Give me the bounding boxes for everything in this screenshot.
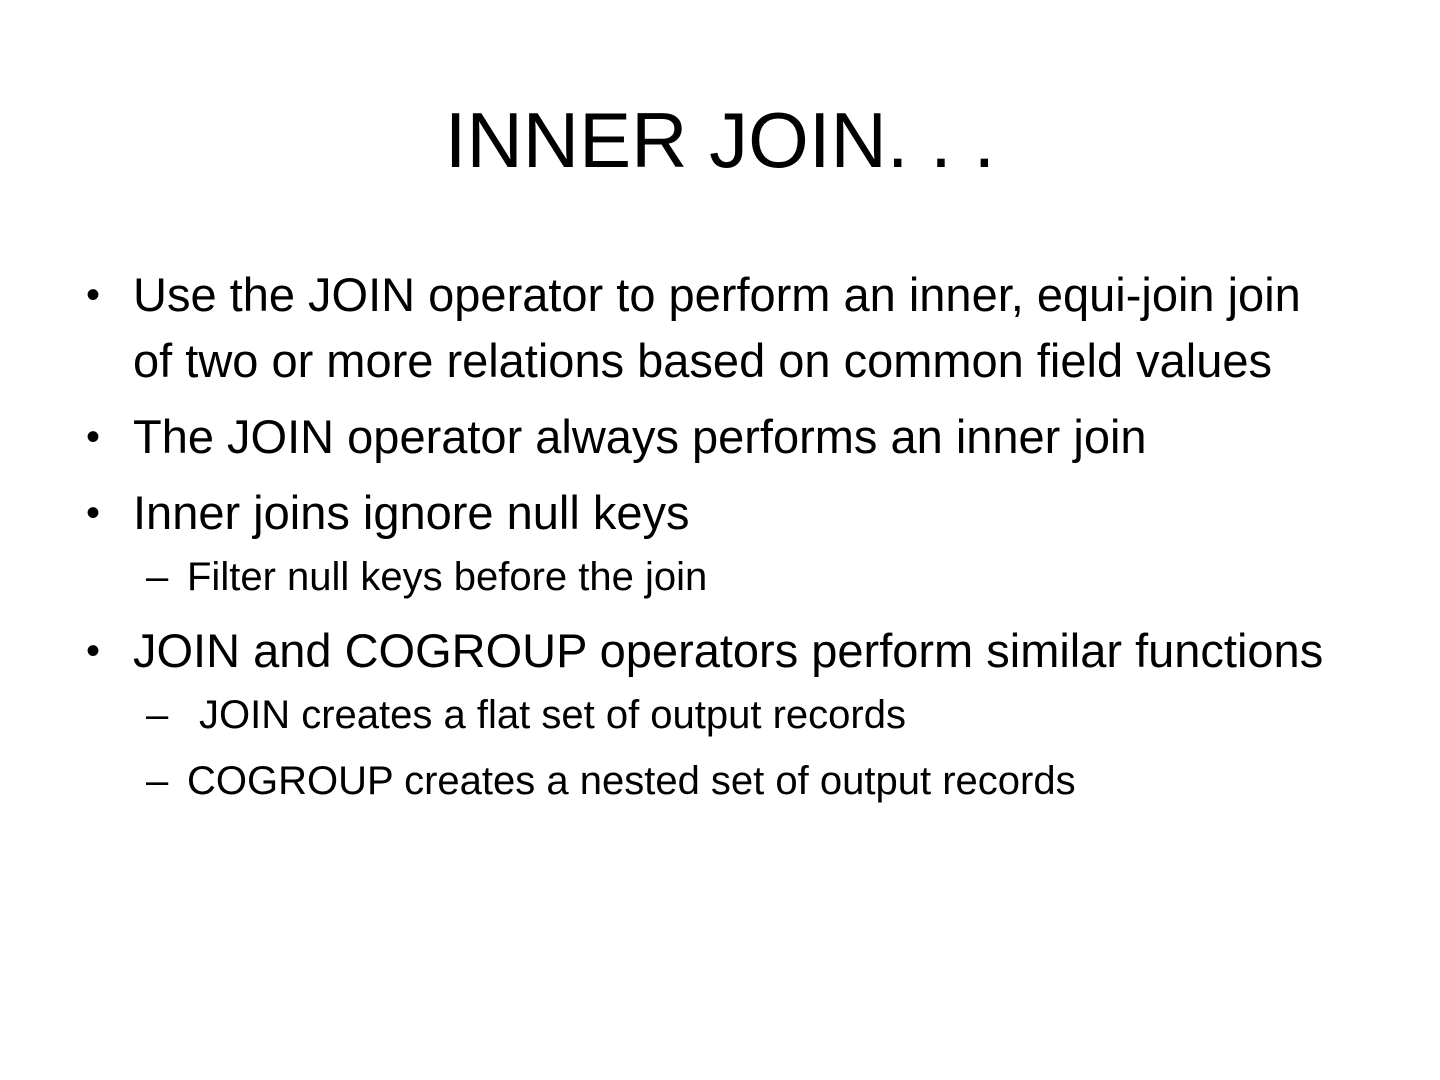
bullet-item: • JOIN and COGROUP operators perform sim… <box>86 618 1346 812</box>
bullet-text: Inner joins ignore null keys <box>133 486 690 539</box>
sub-bullet-list: – Filter null keys before the join <box>133 546 1346 608</box>
bullet-item: • Inner joins ignore null keys – Filter … <box>86 480 1346 608</box>
sub-bullet-text: Filter null keys before the join <box>187 555 708 599</box>
bullet-dot-icon: • <box>86 629 101 673</box>
bullet-dot-icon: • <box>86 415 101 459</box>
sub-bullet-item: – COGROUP creates a nested set of output… <box>86 750 1346 812</box>
bullet-list: • Use the JOIN operator to perform an in… <box>86 262 1346 822</box>
bullet-text: The JOIN operator always performs an inn… <box>133 410 1147 463</box>
bullet-dot-icon: • <box>86 491 101 535</box>
bullet-item: • The JOIN operator always performs an i… <box>86 404 1346 470</box>
bullet-text: Use the JOIN operator to perform an inne… <box>133 268 1301 387</box>
bullet-item: • Use the JOIN operator to perform an in… <box>86 262 1346 394</box>
sub-bullet-list: – JOIN creates a flat set of output reco… <box>133 684 1346 812</box>
dash-icon: – <box>146 555 169 599</box>
sub-bullet-text: COGROUP creates a nested set of output r… <box>187 759 1076 803</box>
sub-bullet-text: JOIN creates a flat set of output record… <box>199 693 906 737</box>
dash-icon: – <box>146 759 169 803</box>
slide-title: INNER JOIN. . . <box>444 96 996 184</box>
dash-icon: – <box>146 693 169 737</box>
sub-bullet-item: – JOIN creates a flat set of output reco… <box>86 684 1346 746</box>
sub-bullet-item: – Filter null keys before the join <box>86 546 1346 608</box>
bullet-text: JOIN and COGROUP operators perform simil… <box>133 624 1324 677</box>
bullet-dot-icon: • <box>86 273 101 317</box>
